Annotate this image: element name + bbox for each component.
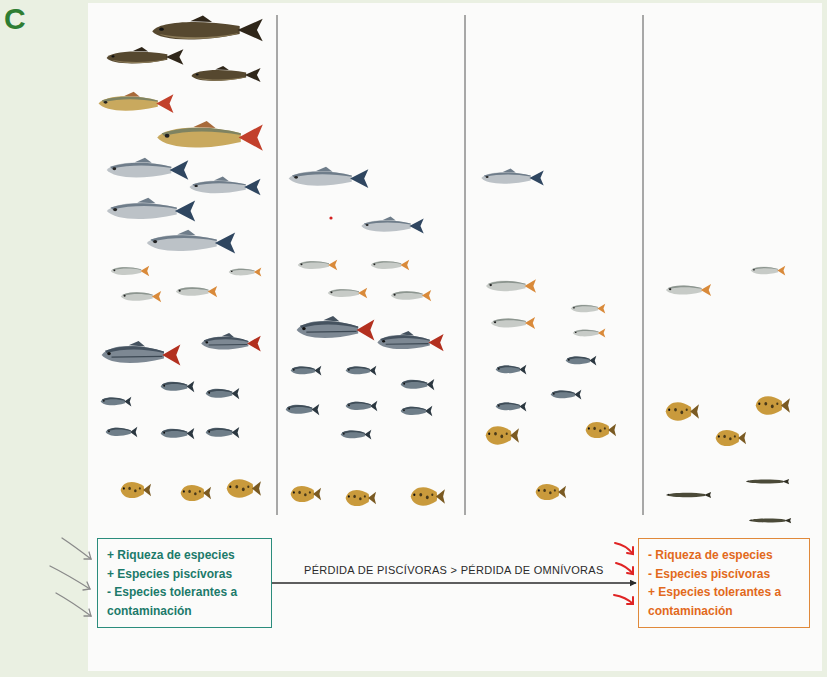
fish [716,430,746,446]
fish [107,158,189,180]
red-arrow [616,563,633,574]
fish [328,288,367,299]
fish [176,286,217,297]
column-divider [465,15,466,515]
fish [496,402,527,412]
fish [297,316,375,341]
fish [291,366,322,376]
fish [586,422,616,438]
fish [666,492,711,498]
fish [551,390,582,400]
fish [229,268,262,277]
fish [157,121,263,151]
fish [99,92,174,113]
fish [201,333,261,351]
fish [189,177,260,196]
fish [391,290,431,301]
fish [291,486,321,502]
fish [102,341,181,366]
fish [496,365,527,375]
hand-arrows [50,538,91,616]
fish [573,329,606,338]
fish [401,406,433,417]
fish [346,401,378,412]
fish [152,16,262,42]
fish [666,402,699,420]
fish [756,396,790,414]
fish [481,169,543,186]
arrow-label: PÉRDIDA DE PISCÍVORAS > PÉRDIDA DE OMNÍV… [301,563,607,577]
fish [746,479,789,484]
fish [341,430,372,440]
fish [486,426,519,444]
red-arrow [614,595,633,604]
fish [491,317,535,329]
box-text: + Riqueza de especies [107,546,262,565]
fish [121,482,151,498]
hand-arrow-head [83,582,90,590]
fish [749,518,791,523]
red-arrow-head [627,547,633,554]
fish [751,266,786,276]
box-text: - Riqueza de especies [648,546,800,565]
panel-letter: C [4,2,26,35]
box-text: - Especies piscívoras [648,565,800,584]
fish [191,66,260,82]
column-divider [643,15,644,515]
hand-arrow [62,538,91,559]
summary-box: - Riqueza de especies- Especies piscívor… [638,538,810,628]
red-dot [329,216,332,219]
fish [289,167,369,188]
box-text: + Especies tolerantes a contaminación [648,583,800,620]
box-text: - Especies tolerantes a contaminación [107,583,262,620]
fish [106,427,138,438]
fish [227,479,261,497]
flow-arrow [272,582,636,583]
column-divider [277,15,278,515]
fish [111,266,149,277]
red-arrow-head [627,597,633,604]
red-arrows [614,543,633,604]
fish [377,331,443,351]
fish [571,304,606,314]
fish [147,230,235,254]
red-arrow-head [627,567,633,574]
red-arrow [615,543,633,554]
summary-box: + Riqueza de especies+ Especies piscívor… [97,538,272,628]
fish [161,381,195,392]
fish [361,217,423,234]
fish [286,404,320,415]
fish [346,490,376,506]
fish [121,291,161,302]
fish [566,356,597,366]
fish [206,388,240,399]
fish [536,484,566,500]
fish [666,284,711,296]
fish [206,427,240,438]
fish [107,47,184,65]
fish [298,260,337,271]
fish [401,379,435,390]
hand-arrow [56,593,91,616]
fish [181,485,211,501]
figure-panel [88,3,822,671]
fish [346,366,377,376]
box-text: + Especies piscívoras [107,565,262,584]
hand-arrow-head [84,609,91,616]
column-dividers [277,15,643,515]
hand-arrow [50,566,90,589]
fish [101,397,132,407]
fish [411,487,445,505]
fish [486,279,536,293]
fish [107,198,195,222]
fish [161,428,195,439]
hand-arrow-head [84,552,91,559]
fish [371,260,409,271]
